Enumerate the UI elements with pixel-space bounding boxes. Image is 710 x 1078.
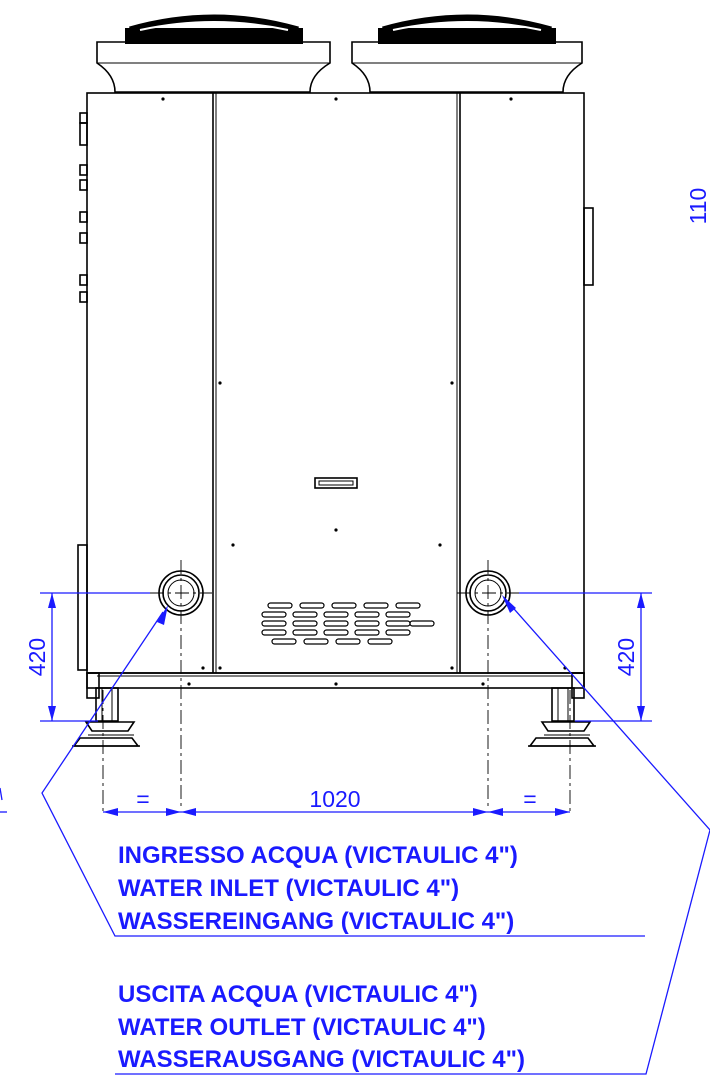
leader-outlet <box>115 595 710 1075</box>
grille-slot <box>261 620 287 627</box>
note-outlet-line-2: WATER OUTLET (VICTAULIC 4") <box>118 1014 486 1041</box>
grille-slot <box>271 638 297 645</box>
grille-slot <box>409 620 435 627</box>
dimension-height-left: 420 <box>24 592 150 722</box>
grille-slot <box>323 629 349 636</box>
grille-slot <box>331 602 357 609</box>
note-outlet-line-3: WASSERAUSGANG (VICTAULIC 4") <box>118 1046 525 1073</box>
grille-slot <box>367 638 393 645</box>
foot-left <box>72 687 140 747</box>
grille-slot <box>261 629 287 636</box>
grille-slot <box>354 620 380 627</box>
grille-slot <box>261 611 287 618</box>
note-outlet-line-1: USCITA ACQUA (VICTAULIC 4") <box>118 981 478 1008</box>
grille-slot <box>323 620 349 627</box>
fan-left <box>96 14 331 93</box>
dim-420-right: 420 <box>613 638 639 676</box>
note-inlet-line-1: INGRESSO ACQUA (VICTAULIC 4") <box>118 842 518 869</box>
dim-equal-right: = <box>523 786 536 812</box>
side-brackets-left <box>77 112 88 671</box>
dim-110: 110 <box>685 188 710 225</box>
side-plate-right <box>583 207 594 286</box>
grille-slot <box>354 629 380 636</box>
grille-slot <box>395 602 421 609</box>
ventilation-grille <box>261 602 435 645</box>
dim-equal-left: = <box>136 786 149 812</box>
base-frame <box>86 672 585 699</box>
note-water-inlet: INGRESSO ACQUA (VICTAULIC 4") WATER INLE… <box>118 842 518 935</box>
dim-1020: 1020 <box>309 786 360 812</box>
grille-slot <box>354 611 380 618</box>
grille-slot <box>292 620 318 627</box>
grille-slot <box>385 620 411 627</box>
dimension-height-right: 420 <box>519 592 652 722</box>
grille-slot <box>363 602 389 609</box>
note-water-outlet: USCITA ACQUA (VICTAULIC 4") WATER OUTLET… <box>118 981 525 1073</box>
grille-slot <box>335 638 361 645</box>
grille-slot <box>323 611 349 618</box>
note-inlet-line-2: WATER INLET (VICTAULIC 4") <box>118 875 459 902</box>
foot-right <box>528 687 596 747</box>
dimension-width: = 1020 = <box>103 786 570 816</box>
grille-slot <box>385 611 411 618</box>
grille-slot <box>299 602 325 609</box>
grille-slot <box>303 638 329 645</box>
grille-slot <box>292 629 318 636</box>
fan-right <box>351 14 583 93</box>
note-inlet-line-3: WASSEREINGANG (VICTAULIC 4") <box>118 908 514 935</box>
leader-inlet <box>41 605 645 937</box>
dim-420-left: 420 <box>24 638 50 676</box>
grille-slot <box>385 629 411 636</box>
grille-slot <box>267 602 293 609</box>
grille-slot <box>292 611 318 618</box>
